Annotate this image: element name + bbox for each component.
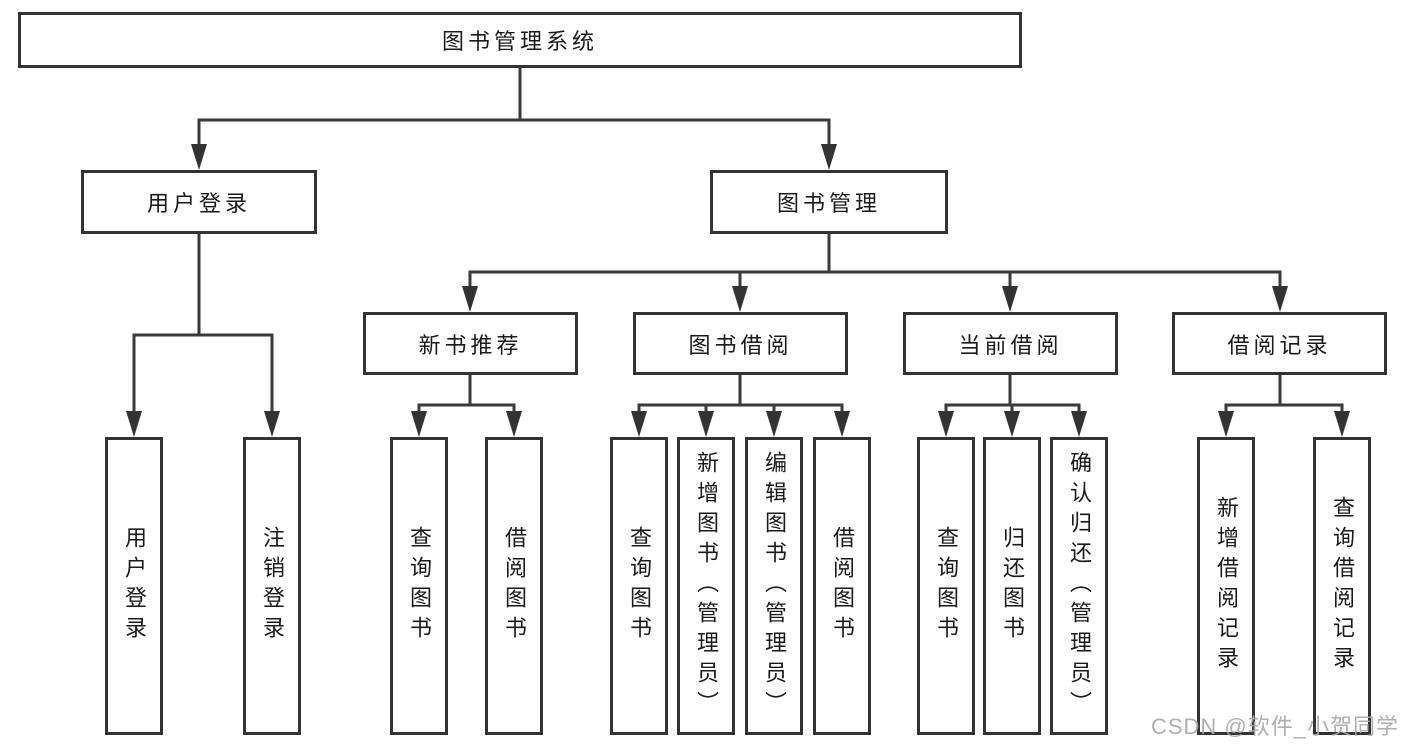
connector-mgmt-to-level3 bbox=[462, 234, 1288, 312]
node-book-management: 图书管理 bbox=[710, 170, 948, 234]
leaf-logout: 注销登录 bbox=[243, 437, 301, 735]
leaf-add-book-admin: 新增图书（管理员） bbox=[677, 437, 735, 735]
leaf-borrow-books: 借阅图书 bbox=[485, 437, 543, 735]
connector-root-to-level2 bbox=[191, 68, 837, 170]
node-library-system: 图书管理系统 bbox=[18, 12, 1022, 68]
connector-current-to-leaves bbox=[938, 375, 1087, 437]
leaf-query-books: 查询图书 bbox=[390, 437, 448, 735]
csdn-watermark: CSDN @软件_小贺同学 bbox=[1150, 714, 1399, 739]
leaf-borrow-books-2: 借阅图书 bbox=[813, 437, 871, 735]
node-user-login-group: 用户登录 bbox=[81, 170, 317, 234]
node-borrow-records: 借阅记录 bbox=[1172, 312, 1387, 375]
connector-login-to-leaves bbox=[126, 234, 280, 437]
node-book-borrowing: 图书借阅 bbox=[633, 312, 848, 375]
leaf-user-login: 用户登录 bbox=[105, 437, 163, 735]
leaf-confirm-return-admin: 确认归还（管理员） bbox=[1050, 437, 1108, 735]
leaf-query-books-3: 查询图书 bbox=[917, 437, 975, 735]
leaf-add-borrow-record: 新增借阅记录 bbox=[1197, 437, 1255, 735]
leaf-query-borrow-record: 查询借阅记录 bbox=[1313, 437, 1371, 735]
connector-borrow-to-leaves bbox=[631, 375, 850, 437]
node-new-book-recommend: 新书推荐 bbox=[363, 312, 578, 375]
connector-newbook-to-leaves bbox=[411, 375, 522, 437]
leaf-edit-book-admin: 编辑图书（管理员） bbox=[745, 437, 803, 735]
node-current-borrowing: 当前借阅 bbox=[903, 312, 1118, 375]
leaf-query-books-2: 查询图书 bbox=[610, 437, 668, 735]
connector-records-to-leaves bbox=[1218, 375, 1350, 437]
leaf-return-book: 归还图书 bbox=[983, 437, 1041, 735]
